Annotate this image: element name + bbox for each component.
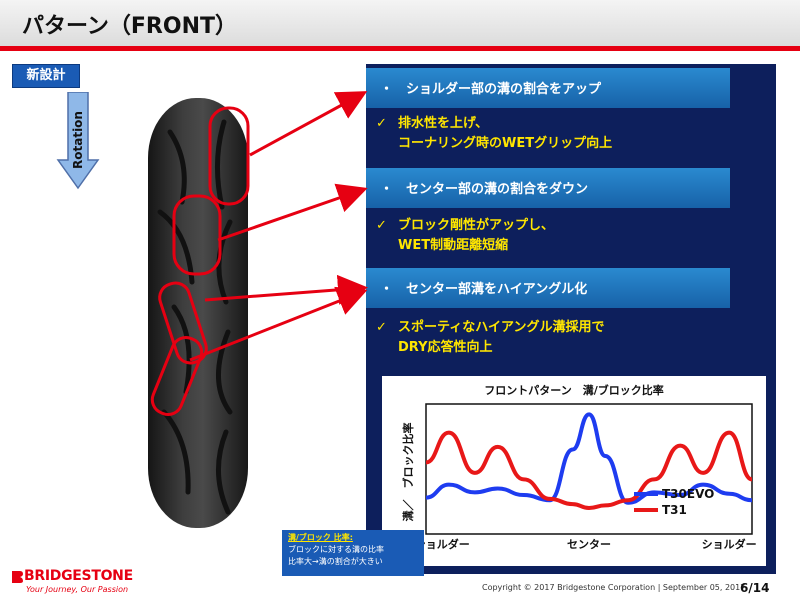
plot-frame [425, 403, 753, 535]
brand-b-icon [12, 571, 23, 583]
tire-image [148, 98, 250, 528]
check-icon: ✓ [376, 218, 387, 233]
x-tick-label: ショルダー [702, 537, 757, 551]
feature-3-line-2: DRY応答性向上 [398, 340, 493, 355]
feature-1-line-2: コーナリング時のWETグリップ向上 [398, 136, 613, 151]
chart-title: フロントパターン 溝/ブロック比率 [484, 383, 663, 397]
feature-1-line-1: 排水性を上げ、 [398, 116, 489, 131]
feature-heading-1-text: ・ ショルダー部の溝の割合をアップ [380, 82, 602, 97]
page-title: パターン（FRONT） [22, 14, 237, 39]
callout-arrow-4 [189, 286, 368, 362]
ratio-chart: フロントパターン 溝/ブロック比率 溝／ ブロック比率 T30EVO T31 ショ… [382, 376, 766, 566]
x-tick-label: ショルダー [415, 537, 470, 551]
check-icon: ✓ [376, 116, 387, 131]
brand-logo: BRIDGESTONE [24, 568, 133, 584]
copyright-text: Copyright © 2017 Bridgestone Corporation… [482, 583, 746, 592]
callout-arrow-2 [217, 183, 368, 242]
ratio-note: 溝/ブロック 比率: ブロックに対する溝の比率 比率大→溝の割合が大きい [282, 530, 424, 576]
feature-heading-2: ・ センター部の溝の割合をダウン [366, 168, 730, 208]
check-icon: ✓ [376, 320, 387, 335]
feature-heading-2-text: ・ センター部の溝の割合をダウン [380, 182, 589, 197]
legend-label-t31: T31 [662, 503, 687, 517]
feature-2-line-1: ブロック剛性がアップし、 [398, 218, 555, 233]
feature-heading-1: ・ ショルダー部の溝の割合をアップ [366, 68, 730, 108]
feature-heading-3-text: ・ センター部溝をハイアングル化 [380, 282, 588, 297]
ratio-chart-svg: フロントパターン 溝/ブロック比率 溝／ ブロック比率 T30EVO T31 ショ… [401, 383, 757, 551]
series-layer [425, 412, 753, 511]
callout-arrow-3 [204, 274, 368, 305]
note-heading: 溝/ブロック 比率: [288, 533, 353, 542]
feature-2-line-2: WET制動距離短縮 [398, 238, 509, 253]
callout-arrow-1 [249, 91, 368, 157]
feature-3-line-1: スポーティなハイアングル溝採用で [398, 320, 605, 335]
brand-tagline: Your Journey, Our Passion [26, 585, 129, 594]
rotation-arrow-icon [56, 92, 100, 190]
title-bar: パターン（FRONT） [0, 0, 800, 46]
y-axis-label: 溝／ ブロック比率 [401, 423, 415, 522]
legend-label-t30evo: T30EVO [662, 487, 714, 501]
series-line-t30evo [425, 412, 753, 505]
note-line-1: ブロックに対する溝の比率 [288, 545, 384, 554]
title-underline [0, 46, 800, 51]
legend: T30EVO T31 [634, 487, 714, 517]
new-design-badge: 新設計 [12, 64, 80, 88]
x-tick-label: センター [567, 538, 611, 551]
series-line-t31 [425, 430, 753, 511]
feature-heading-3: ・ センター部溝をハイアングル化 [366, 268, 730, 308]
page-number: 6/14 [740, 581, 770, 595]
x-tick-labels: ショルダー センター ショルダー [415, 537, 757, 551]
note-line-2: 比率大→溝の割合が大きい [288, 557, 383, 566]
